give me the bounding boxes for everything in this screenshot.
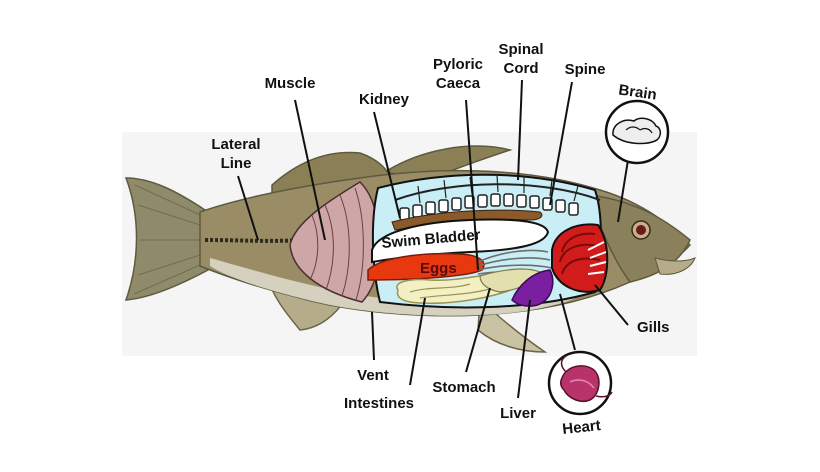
label-spinal-cord-line1: Spinal [498,41,543,58]
label-spine: Spine [565,61,606,78]
label-lateral-line-line2: Line [221,155,252,172]
label-brain: Brain [617,81,657,103]
leader-brain [617,159,629,223]
muscle-striations [309,187,364,301]
eggs [367,252,485,281]
label-muscle: Muscle [265,75,316,92]
heart-icon [559,355,613,402]
leader-lateral-line [237,175,259,241]
spine-vertebrae [399,193,579,221]
label-vent: Vent [357,367,389,384]
tail-fin-rays [133,184,201,295]
label-pyloric-caeca-line1: Pyloric [433,56,483,73]
pelvic-fin [477,298,548,353]
gills [551,223,609,293]
tail-fin [124,177,209,301]
liver [511,269,554,307]
label-spinal-cord-line2: Cord [504,60,539,77]
leader-heart [559,293,576,351]
leader-kidney [373,111,401,219]
label-stomach: Stomach [432,379,495,396]
leader-intestines [409,297,426,386]
leader-spine [549,81,573,206]
eggs-label: Eggs [420,260,457,277]
label-gills: Gills [637,319,670,336]
label-lateral-line-line1: Lateral [211,136,260,153]
label-heart: Heart [562,417,602,438]
leader-muscle [294,99,326,241]
leader-lines [237,79,629,399]
label-intestines: Intestines [344,395,414,412]
leader-pyloric-caeca [465,99,479,271]
leader-liver [517,299,531,399]
leader-spinal-cord [517,79,523,181]
brain-icon [612,117,662,145]
label-liver: Liver [500,405,536,422]
leader-stomach [465,287,491,373]
mouth [654,257,696,275]
eye-pupil [636,225,646,235]
leader-gills [594,284,629,326]
leader-vent [371,311,375,361]
label-kidney: Kidney [359,91,410,108]
label-pyloric-caeca-line2: Caeca [436,75,481,92]
